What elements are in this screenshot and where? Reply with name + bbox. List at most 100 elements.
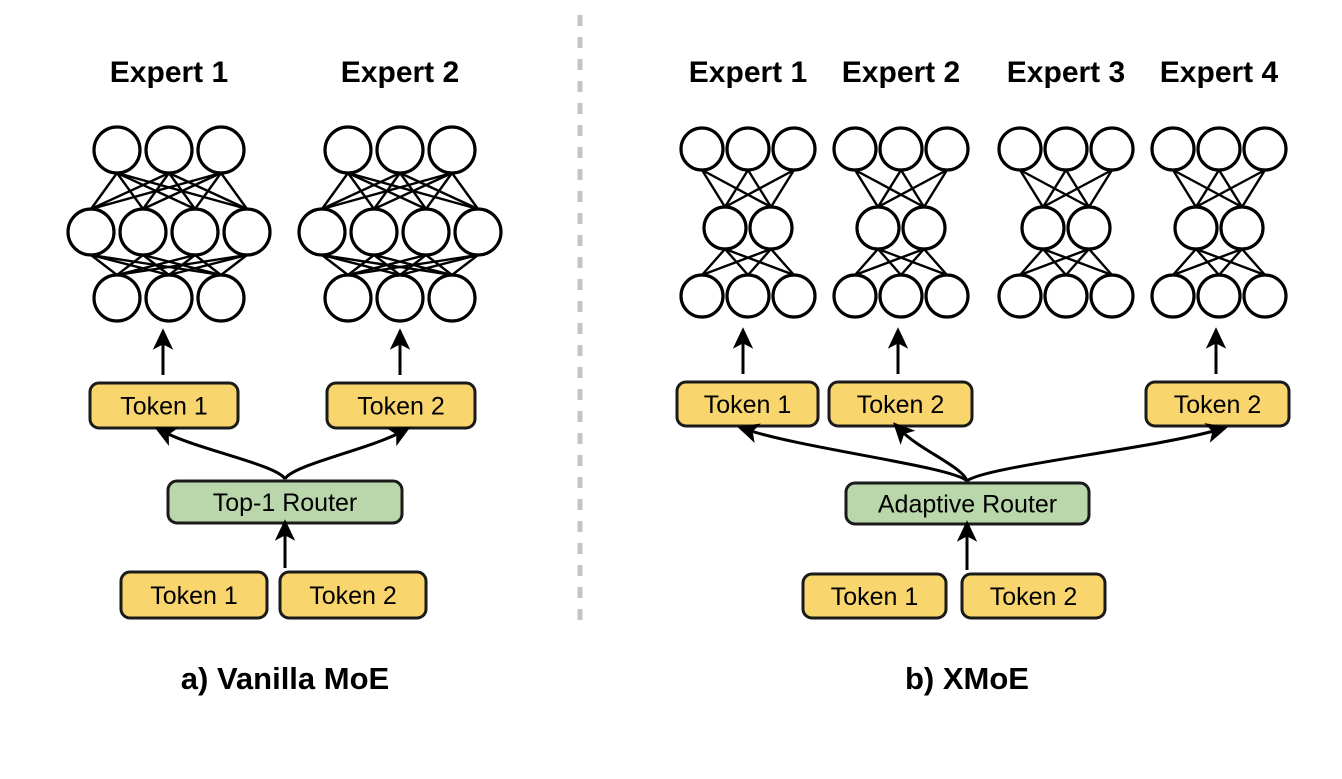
panel-xmoe: Expert 1 Expert 2 Expert 3 Expert 4 Token 1 T…	[675, 56, 1291, 696]
input-token-2-rect[interactable]	[278, 570, 428, 620]
nn-edge	[723, 169, 750, 208]
nn-edge	[116, 253, 248, 277]
nn-edge	[701, 248, 726, 276]
nn-node-l1-0	[1020, 205, 1066, 251]
nn-edge	[451, 172, 479, 210]
nn-node-l2-2	[196, 273, 246, 323]
nn-node-l2-0	[1150, 273, 1196, 319]
expert-edges-2	[321, 171, 479, 277]
nn-edge	[1018, 169, 1045, 208]
router-fanout-arrow-1	[737, 423, 969, 483]
nn-edge	[90, 171, 170, 211]
router-fanout-arrow-2	[283, 426, 411, 480]
input-token-2-rect[interactable]	[960, 572, 1107, 620]
routed-token-3-label: Token 2	[1174, 391, 1262, 419]
nn-edge	[90, 172, 118, 210]
nn-node-l0-0	[997, 126, 1043, 172]
nn-edge	[854, 247, 925, 277]
expert-nodes-2	[832, 126, 970, 319]
nn-node-l1-1	[349, 207, 399, 257]
nn-node-l1-1	[1066, 205, 1112, 251]
router-box-label: Top-1 Router	[213, 489, 358, 517]
routed-token-1-label: Token 1	[120, 393, 208, 421]
input-token-1: Token 1	[801, 572, 948, 620]
nn-node-l2-0	[679, 273, 725, 319]
input-token-2-label: Token 2	[990, 583, 1078, 611]
routed-token-3: Token 2	[1144, 380, 1291, 428]
expert-title-2: Expert 2	[842, 56, 960, 89]
nn-edge	[451, 254, 479, 276]
nn-edge	[425, 172, 453, 210]
nn-node-l2-0	[323, 273, 373, 323]
nn-edge	[1195, 168, 1266, 209]
expert-edges-1	[90, 171, 248, 277]
expert-title-1: Expert 1	[689, 56, 807, 89]
nn-edge	[900, 248, 925, 276]
input-token-2: Token 2	[960, 572, 1107, 620]
expert-nodes-1	[66, 125, 272, 323]
router-fanout-arrow-1	[154, 427, 287, 480]
input-token-1: Token 1	[119, 570, 269, 620]
nn-edge	[142, 171, 222, 211]
nn-node-l2-1	[375, 273, 425, 323]
nn-node-l0-1	[144, 125, 194, 175]
input-token-2-label: Token 2	[309, 582, 397, 610]
nn-node-l0-2	[924, 126, 970, 172]
nn-node-l1-1	[901, 205, 947, 251]
nn-edge	[1019, 248, 1044, 276]
nn-edge	[321, 171, 453, 211]
nn-edge	[1019, 247, 1090, 277]
nn-edge	[1171, 169, 1198, 208]
nn-edge	[1088, 248, 1113, 276]
nn-node-l2-1	[725, 273, 771, 319]
nn-node-l0-1	[1196, 126, 1242, 172]
nn-edge	[877, 168, 948, 209]
input-token-1-rect[interactable]	[801, 572, 948, 620]
nn-node-l1-2	[170, 207, 220, 257]
nn-edge	[220, 172, 248, 210]
nn-edge	[724, 168, 795, 209]
nn-node-l1-0	[297, 207, 347, 257]
nn-node-l0-1	[725, 126, 771, 172]
nn-node-l0-2	[427, 125, 477, 175]
nn-edge	[701, 247, 772, 277]
expert-title-4: Expert 4	[1160, 56, 1279, 89]
input-token-1-rect[interactable]	[119, 570, 269, 620]
nn-edge	[1240, 169, 1267, 208]
nn-edge	[347, 253, 427, 277]
nn-edge	[700, 169, 727, 208]
expert-nodes-4	[1150, 126, 1288, 319]
nn-edge	[321, 171, 401, 211]
nn-edge	[854, 248, 879, 276]
nn-edge	[747, 248, 772, 276]
nn-edge	[1218, 248, 1243, 276]
router-fanout-arrow-2	[893, 422, 969, 482]
expert-network-1: Expert 1	[66, 56, 272, 323]
panel-caption: b) XMoE	[905, 661, 1029, 696]
routed-token-2: Token 2	[325, 381, 477, 430]
nn-edge	[321, 172, 349, 210]
expert-network-2: Expert 2	[297, 56, 503, 323]
nn-edge	[321, 254, 349, 276]
nn-node-l0-2	[196, 125, 246, 175]
nn-node-l2-0	[92, 273, 142, 323]
nn-node-l0-1	[375, 125, 425, 175]
expert-title-3: Expert 3	[1007, 56, 1125, 89]
input-token-1-label: Token 1	[150, 582, 238, 610]
nn-node-l1-0	[702, 205, 748, 251]
expert-nodes-3	[997, 126, 1135, 319]
panel-caption: a) Vanilla MoE	[181, 661, 389, 696]
nn-edge	[399, 253, 479, 277]
router-fanout-arrow-3	[965, 423, 1228, 483]
nn-node-l1-1	[748, 205, 794, 251]
nn-node-l2-1	[1043, 273, 1089, 319]
nn-node-l1-1	[118, 207, 168, 257]
nn-node-l2-1	[878, 273, 924, 319]
router-box: Adaptive Router	[844, 481, 1091, 526]
nn-node-l2-1	[144, 273, 194, 323]
nn-node-l1-0	[1173, 205, 1219, 251]
expert-nodes-1	[679, 126, 817, 319]
